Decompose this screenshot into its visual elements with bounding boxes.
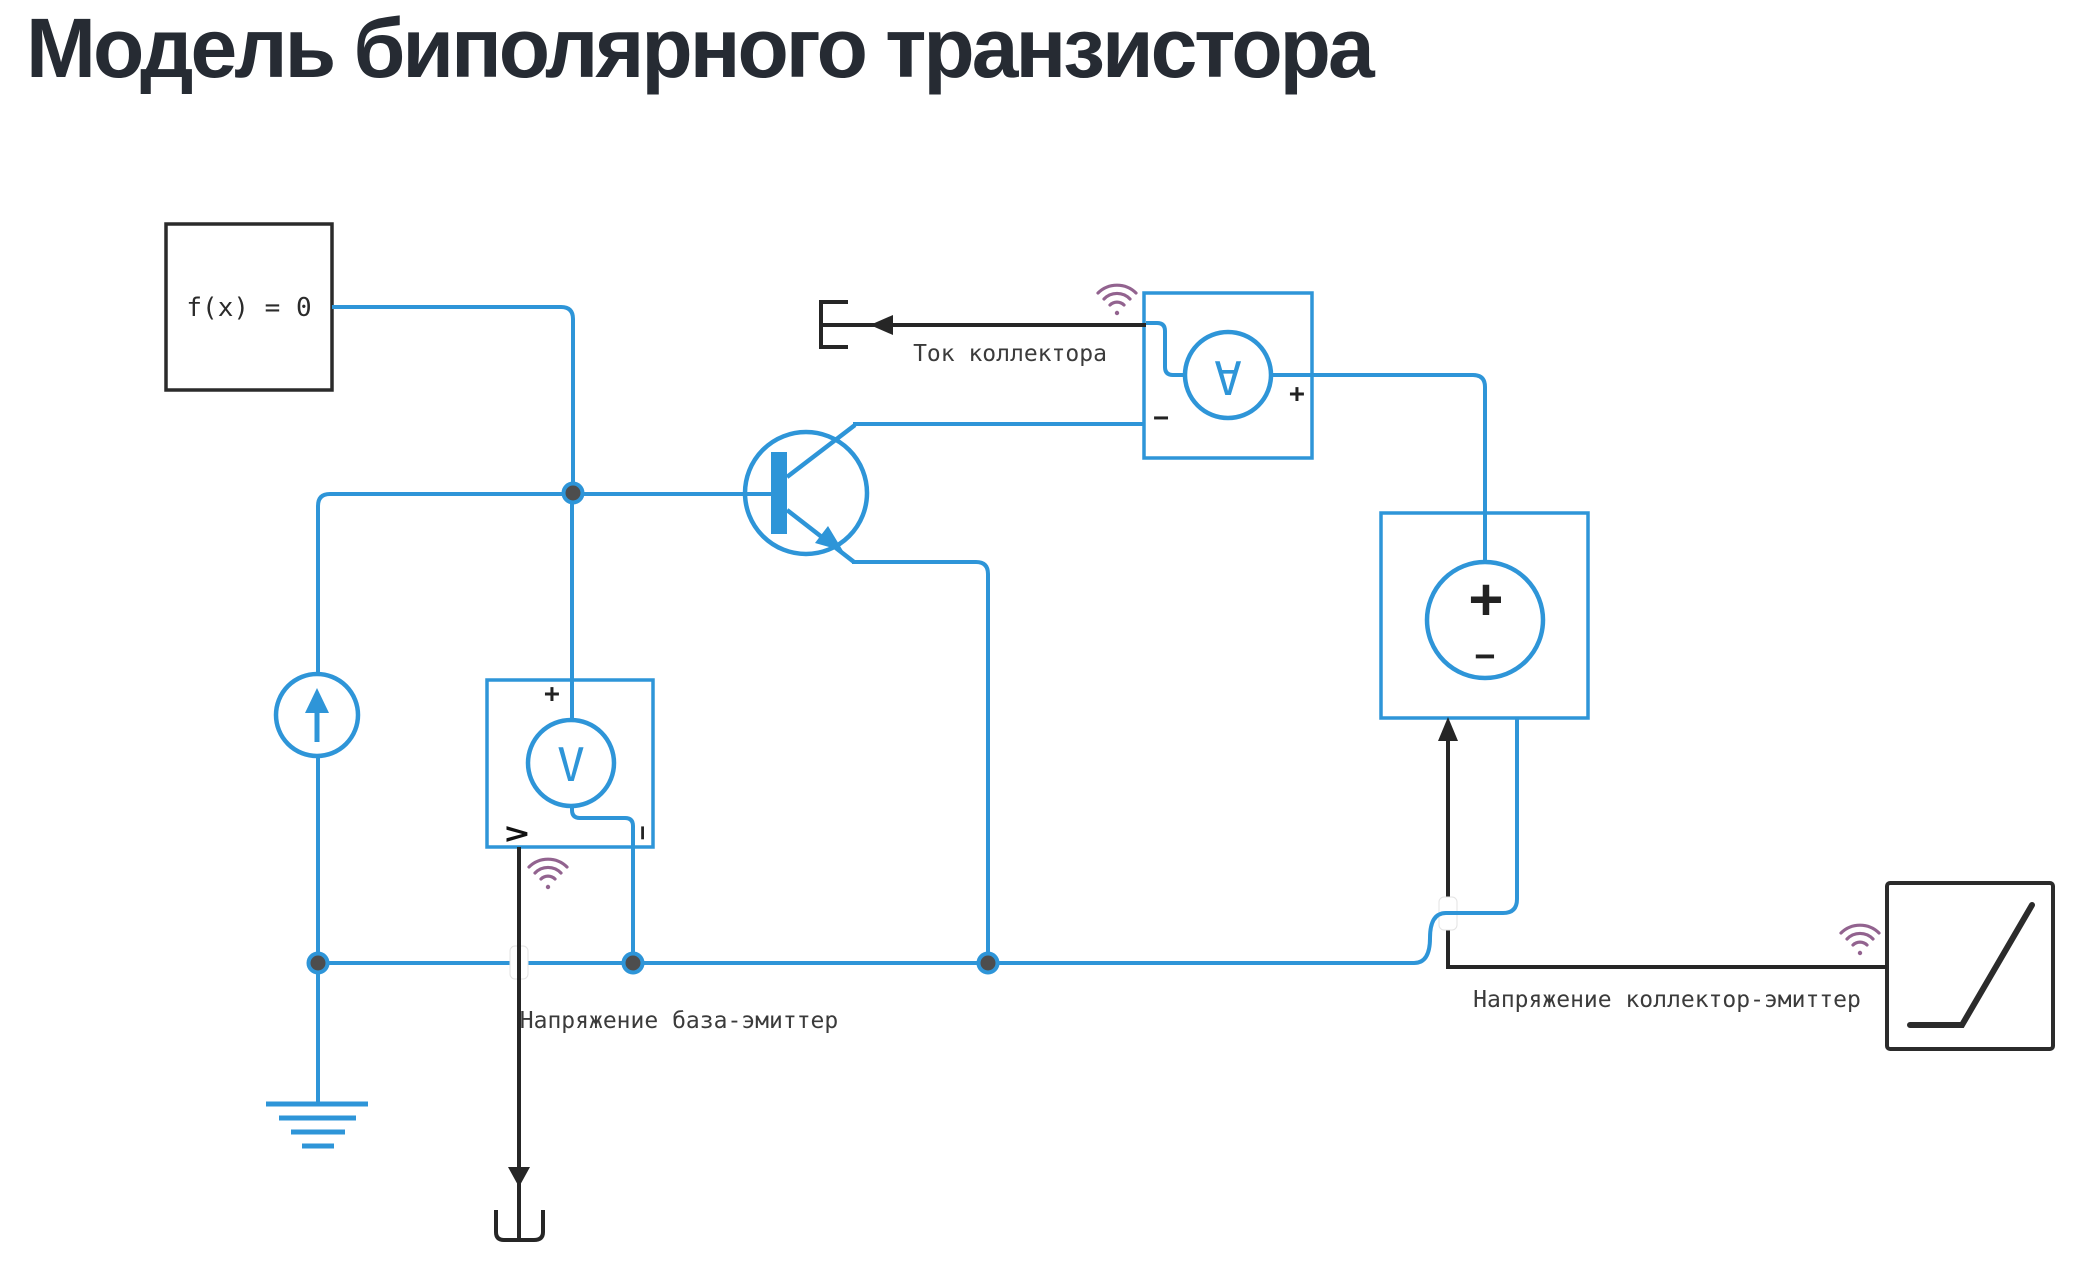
arrowhead-left-icon (870, 315, 893, 335)
arrowhead-down-icon (508, 1167, 530, 1187)
wire-collector-emitter-signal[interactable] (1446, 723, 1887, 969)
wire-voltmeter-minus[interactable] (570, 804, 635, 963)
voltmeter-letter: V (557, 738, 585, 792)
voltage-source-plus-label: + (1469, 566, 1503, 632)
junction-dot (621, 951, 645, 975)
solver-label: f(x) = 0 (186, 293, 312, 323)
ground-block[interactable] (266, 754, 368, 1149)
wifi-icon (1096, 283, 1138, 316)
voltmeter-plus-label: + (544, 679, 560, 709)
voltage-source-minus-label: − (1474, 636, 1496, 676)
page-title[interactable]: Модель биполярного транзистора (26, 1, 1375, 95)
transistor-base-bar-icon (771, 452, 787, 534)
ammeter-plus-label: + (1289, 379, 1305, 409)
transistor-collector-lead-icon (785, 423, 857, 479)
arrowhead-up-icon (1438, 717, 1458, 741)
wire-base[interactable] (316, 492, 771, 676)
terminator-bracket-icon (819, 300, 848, 349)
ammeter-minus-label: − (1153, 403, 1169, 433)
current-source-arrowhead-icon (305, 688, 329, 713)
wifi-icon (1839, 923, 1881, 956)
wire-solver-to-base[interactable] (332, 305, 575, 493)
signal-label-collector-current[interactable]: Ток коллектора (913, 341, 1107, 367)
wire-emitter[interactable] (852, 560, 990, 963)
ammeter-circle (1182, 329, 1274, 421)
transistor-emitter-arrowhead-icon (815, 526, 843, 551)
voltage-source-circle (1424, 559, 1546, 681)
voltmeter-circle (525, 717, 617, 809)
voltmeter-minus-label: − (629, 825, 657, 841)
ps-output-port-icon: > (504, 816, 530, 852)
ammeter-letter: A (1214, 350, 1242, 404)
signal-label-collector-emitter-voltage[interactable]: Напряжение коллектор-эмиттер (1473, 987, 1861, 1013)
junction-dot (306, 951, 330, 975)
wire-ammeter-internal (1146, 321, 1187, 377)
junction-dot (976, 951, 1000, 975)
signal-label-base-emitter-voltage[interactable]: Напряжение база-эмиттер (519, 1008, 839, 1034)
solver-block[interactable] (164, 222, 334, 392)
cup-bracket-icon (494, 1210, 545, 1242)
wire-ammeter-to-source[interactable] (1269, 373, 1487, 561)
ramp-curve-icon (1907, 902, 2035, 1028)
wire-emitter-bus[interactable] (318, 718, 1519, 965)
junction-dot (561, 481, 585, 505)
wifi-icon (527, 857, 569, 890)
